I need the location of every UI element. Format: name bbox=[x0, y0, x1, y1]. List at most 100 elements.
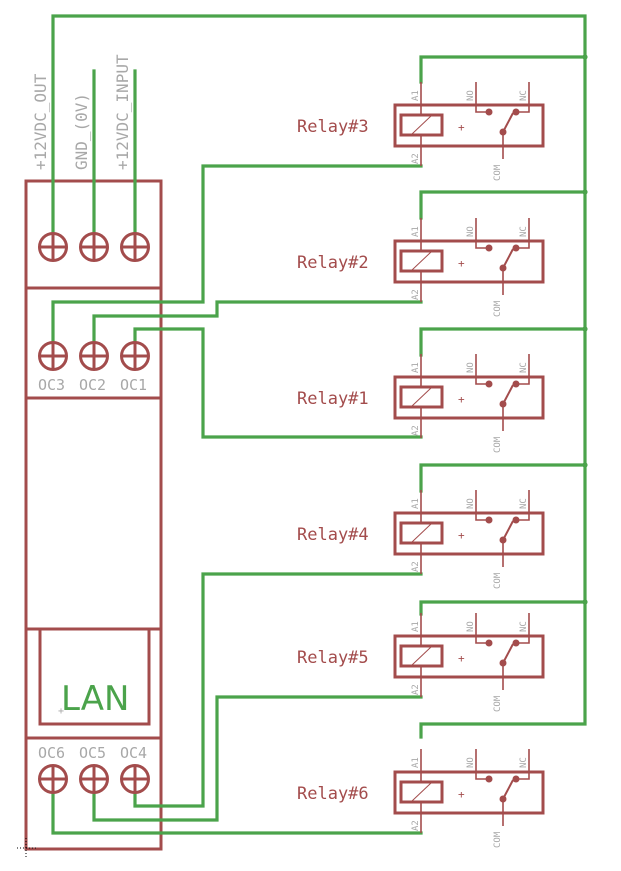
relay-pin-label: COM bbox=[493, 436, 503, 453]
oc-label: OC3 bbox=[38, 376, 65, 394]
screw-terminal bbox=[120, 341, 150, 371]
oc-label: OC5 bbox=[79, 744, 106, 762]
pin-nc bbox=[516, 613, 530, 644]
pin-nc bbox=[516, 749, 530, 780]
coil-slash bbox=[411, 115, 432, 135]
relay-body bbox=[393, 375, 545, 420]
relay-pin-label: A2 bbox=[411, 289, 421, 300]
relay-pin-label: NC bbox=[519, 757, 529, 768]
screw-terminal bbox=[79, 341, 109, 371]
wire-a1-relay2 bbox=[419, 190, 587, 220]
wire-a1-relay5 bbox=[419, 600, 587, 616]
wire-oc5 bbox=[92, 695, 423, 822]
wires bbox=[51, 14, 588, 835]
relay-pin-label: A2 bbox=[411, 561, 421, 572]
screw-terminal bbox=[79, 764, 109, 794]
coil-slash bbox=[411, 251, 432, 271]
wire-a1-relay4 bbox=[419, 463, 587, 493]
relay-label: Relay#1 bbox=[297, 389, 369, 409]
polarity-mark: + bbox=[458, 652, 465, 665]
relay-pin-label: A1 bbox=[411, 757, 421, 768]
relay-body bbox=[393, 103, 545, 148]
origin-mark: + bbox=[58, 706, 64, 717]
pin-nc bbox=[516, 82, 530, 113]
pin-nc bbox=[516, 218, 530, 249]
screw-terminal bbox=[38, 232, 68, 262]
terminals bbox=[38, 232, 150, 794]
relay-pin-label: NC bbox=[519, 90, 529, 101]
relay-pin-label: COM bbox=[493, 164, 503, 181]
contact-nc bbox=[512, 516, 520, 524]
switch-arm bbox=[502, 112, 514, 133]
contact-no bbox=[485, 516, 493, 524]
wire-a1-relay3 bbox=[419, 55, 587, 84]
pin-nc bbox=[516, 354, 530, 385]
relay-pin-label: A1 bbox=[411, 226, 421, 237]
relay-pin-label: NO bbox=[466, 621, 476, 632]
pin-no bbox=[475, 490, 489, 521]
contact-no bbox=[485, 244, 493, 252]
switch-arm bbox=[502, 779, 514, 800]
wire-oc1 bbox=[133, 327, 423, 439]
pin-no bbox=[475, 82, 489, 113]
contact-nc bbox=[512, 639, 520, 647]
wire-oc4 bbox=[133, 572, 423, 808]
relay-pin-label: COM bbox=[493, 831, 503, 848]
contact-nc bbox=[512, 244, 520, 252]
pin-nc bbox=[516, 490, 530, 521]
origin-crosshair bbox=[17, 838, 37, 858]
junction-dot bbox=[582, 462, 588, 468]
relay-label: Relay#6 bbox=[297, 784, 369, 804]
relay-pin-label: COM bbox=[493, 300, 503, 317]
polarity-mark: + bbox=[458, 529, 465, 542]
relay-pin-label: NO bbox=[466, 362, 476, 373]
relay-pin-label: A1 bbox=[411, 90, 421, 101]
wire-oc2 bbox=[92, 300, 423, 358]
coil-slash bbox=[411, 523, 432, 543]
relay-pin-label: NC bbox=[519, 362, 529, 373]
relay-pin-label: COM bbox=[493, 572, 503, 589]
coil-slash bbox=[411, 782, 432, 802]
oc-label: OC2 bbox=[79, 376, 106, 394]
relay-pin-label: A2 bbox=[411, 684, 421, 695]
relay-label: Relay#4 bbox=[297, 525, 369, 545]
screw-terminal bbox=[38, 764, 68, 794]
relay-pin-label: NC bbox=[519, 226, 529, 237]
pin-no bbox=[475, 354, 489, 385]
junction-dot bbox=[582, 326, 588, 332]
contact-no bbox=[485, 639, 493, 647]
oc-label: OC4 bbox=[120, 744, 147, 762]
power-label-12vdc-out: +12VDC_OUT bbox=[31, 73, 50, 170]
relay-pin-label: A1 bbox=[411, 621, 421, 632]
relay-pin-label: A1 bbox=[411, 498, 421, 509]
switch-arm bbox=[502, 248, 514, 269]
junction-dot bbox=[582, 54, 588, 60]
switch-arm bbox=[502, 384, 514, 405]
polarity-mark: + bbox=[458, 788, 465, 801]
pin-no bbox=[475, 613, 489, 644]
wire-oc3 bbox=[51, 164, 423, 358]
relay-pin-label: NO bbox=[466, 498, 476, 509]
relay-pin-label: A1 bbox=[411, 362, 421, 373]
relay-pin-label: COM bbox=[493, 695, 503, 712]
screw-terminal bbox=[120, 232, 150, 262]
relay-pin-label: NC bbox=[519, 498, 529, 509]
relay-pin-label: A2 bbox=[411, 425, 421, 436]
lan-port-outline bbox=[38, 629, 151, 726]
relay-body bbox=[393, 239, 545, 284]
lan-label: LAN bbox=[61, 679, 129, 719]
junction-dot bbox=[582, 189, 588, 195]
wire-oc6 bbox=[51, 777, 423, 835]
pin-no bbox=[475, 749, 489, 780]
relay-body bbox=[393, 770, 545, 815]
contact-no bbox=[485, 775, 493, 783]
relay-label: Relay#2 bbox=[297, 253, 369, 273]
oc-label: OC6 bbox=[38, 744, 65, 762]
relay-pin-label: A2 bbox=[411, 820, 421, 831]
